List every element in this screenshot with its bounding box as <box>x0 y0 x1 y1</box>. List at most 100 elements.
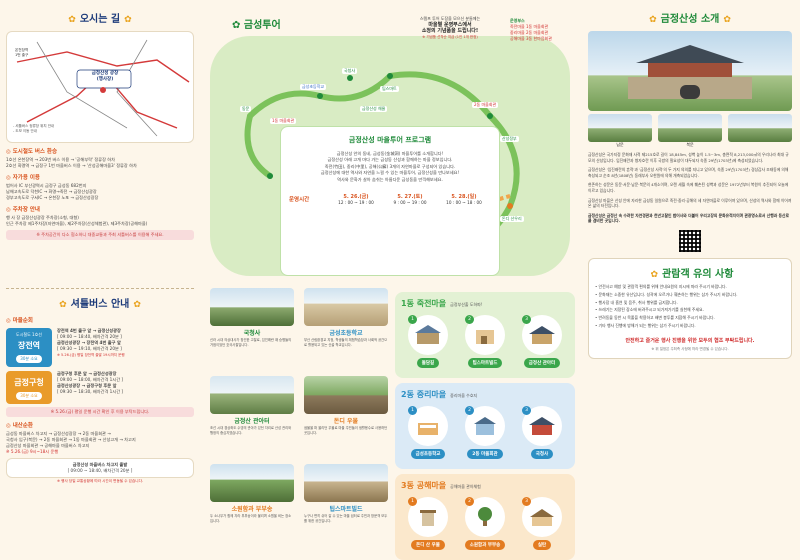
inner-loop-line: 금정산성 마을회관 → 공해마을 마을버스 차고지 <box>6 443 90 448</box>
stamp-note-line: 마을별 운영부스에서 <box>428 22 472 28</box>
legend-item: 중리마을 2동 마을회관 <box>510 30 549 35</box>
guide-item-text: 안전사고 예방 및 관람객 편의를 위해 안내요원의 지시에 따라 주시기 바랍… <box>598 283 727 289</box>
schedule-row: 운영시간 5. 26.(금)12 : 00 ~ 19 : 00 5. 27.(토… <box>289 193 491 205</box>
schedule-date: 5. 28.(일) <box>451 194 477 201</box>
intro-paragraph: 현존하는 성문은 동문·서문·남문·북문의 4개소이며, 오랜 세월 속에 훼손… <box>588 182 789 193</box>
map-label: 국청사 <box>342 68 358 74</box>
directions-column: ✿오시는 길✿ 금정산성 광장 (행사장) 온천장역 1번 출구 - 셔틀버스 … <box>0 0 200 560</box>
place-photo <box>210 464 294 502</box>
inner-loop-title: 내산순환 <box>12 423 33 429</box>
stamp-note-line: ※ 기념품 선착순 지급 (1인 1개 한정) <box>422 35 478 39</box>
schedule-date: 5. 27.(토) <box>397 194 423 201</box>
route-stop: 금정구청 <box>14 378 44 387</box>
guide-item-text: 문화재는 소중한 유산입니다. 성곽에 오르거나 훼손하는 행위는 삼가 주시기… <box>598 291 738 297</box>
route-badge: 도시철도 1호선 장전역 30분 소요 <box>6 328 52 367</box>
place-desc: 신라 시대 의상대사가 창건한 고찰로, 임진왜란 때 승병들의 거점이었던 호… <box>210 338 292 347</box>
guide-title-row: ✿관람객 유의 사항 <box>595 265 785 280</box>
guide-item-text: 기타 행사 진행에 방해가 되는 행위는 삼가 주시기 바랍니다. <box>598 322 696 328</box>
map-label: 산성정부 <box>500 136 519 142</box>
village-spot-label: 2동 마을회관 <box>467 449 503 459</box>
place-name: 소원함과 부부송 <box>231 506 273 513</box>
place-name: 금성초등학교 <box>329 330 363 337</box>
schedule-day: 5. 28.(일)10 : 00 ~ 18 : 00 <box>437 193 491 205</box>
route-note: ※ 5.26.(금) 평일 운행 시간 확인 후 이용 부탁드립니다. <box>6 407 194 417</box>
place-name: 국청사 <box>243 330 261 337</box>
stamp-note: 스템프 투어 도장을 모으신 분들께는 마을별 운영부스에서 소정의 기념품을 … <box>390 16 510 40</box>
village-name: 2동 중리마을 <box>401 390 447 399</box>
program-line: 금정산성 안의 동네, 금성동(金城洞) 마을투어를 소개합니다! <box>336 151 444 156</box>
inner-loop-box: 금정산성 마을버스 차고지 출발 [ 09:00 ~ 18:40, 배차간격 2… <box>6 458 194 478</box>
parking-note: ※ 주차공간이 다소 협소하니 대중교통과 주최 셔틀버스를 이용해 주세요. <box>6 230 194 240</box>
place-card: 돈디 우물 샘물을 퍼 올리던 우물로 마을 주민들이 생활용수로 사용하던 곳… <box>304 376 388 435</box>
shuttle-loop-heading: ◎ 마을순회 <box>6 318 33 324</box>
route-line: 금정산성광장 → 장전역 4번 출구 앞 <box>57 340 121 345</box>
gate-photo: 남문 <box>588 114 652 148</box>
village-spot-label: 금성초등학교 <box>410 449 446 459</box>
parking-heading: ◎ 주차장 안내 <box>6 207 40 213</box>
inner-loop-line: 국청사 입구(북문) → 2동 마을회관 → 1동 마을회관 → 산성고개 → … <box>6 437 136 442</box>
parking-title: 주차장 안내 <box>12 207 40 213</box>
transit-title: 도시철도 버스 환승 <box>12 149 58 155</box>
directions-title-row: ✿오시는 길✿ <box>6 10 194 25</box>
inner-loop-line: ※ 5.26.(금) 9시~18시 운행 <box>6 449 59 454</box>
route-line: [ 09:30 ~ 18:30, 배차간격 1시간 ] <box>57 389 124 394</box>
route-geumjeong: 금정구청 30분 소요 금정구청 후문 앞 → 금정산성광장 [ 09:00 ~… <box>6 371 194 404</box>
tour-title: ✿ 금성투어 <box>232 20 281 31</box>
legend-title: 운영부스 <box>510 18 525 23</box>
booth-legend: 운영부스 죽전마을 1동 마을회관 중리마을 2동 마을회관 공해마을 3동 한… <box>510 18 552 42</box>
route-line: [ 09:00 ~ 18:00, 배차간격 1시간 ] <box>57 377 124 382</box>
flower-icon: ✿ <box>133 300 141 310</box>
place-card: 팁스마트빌드 누구나 편히 쉬어 갈 수 있는 마을 쉼터로 주민과 방문객 모… <box>304 464 388 523</box>
intro-paragraph: 금정산성은 국가지정 문화재 사적 제215호로 길이 18,845m, 성벽 … <box>588 152 789 163</box>
guide-item-text: 행사장 내 흡연 및 음주, 취사 행위를 금지합니다. <box>598 299 678 305</box>
flower-icon: ✿ <box>649 15 657 25</box>
guide-title: 관람객 유의 사항 <box>662 268 734 280</box>
program-line: 금정산성 아래 고개 마다 가는 금성동 산성과 함께하는 마을 정보입니다. <box>327 157 453 163</box>
guide-item: • 안전사고 예방 및 관람객 편의를 위해 안내요원의 지시에 따라 주시기 … <box>595 283 727 289</box>
intro-title-row: ✿금정산성 소개✿ <box>588 10 792 25</box>
intro-paragraph: 금정산성은 '임진왜란의 흔적'과 '금정산성 사적'의 두 가지 의의를 지니… <box>588 167 789 178</box>
gate-photos: 남문 북문 <box>588 114 792 148</box>
route-line: 금정구청 후문 앞 → 금정산성광장 <box>57 371 117 376</box>
transit-line: 1호선 온천장역 → 203번 버스 이용 → '공해부락' 정류장 하차 <box>6 157 116 162</box>
map-note: - 셔틀버스 정류장 위치 안내 - 도보 이동 안내 <box>13 124 55 133</box>
map-center-label: 금정산성 광장 (행사장) <box>91 71 119 82</box>
guide-item: • 문화재는 소중한 유산입니다. 성곽에 오르거나 훼손하는 행위는 삼가 주… <box>595 291 738 297</box>
village-name: 1동 죽전마을 <box>401 299 447 308</box>
village-name: 3동 공해마을 <box>401 481 447 490</box>
guide-item-text: 반려동물 동반 시 목줄을 착용하고 배변 봉투를 지참해 주시기 바랍니다. <box>598 315 715 321</box>
shuttle-section: ✿셔틀버스 안내✿ ◎ 마을순회 도시철도 1호선 장전역 30분 소요 장전역… <box>0 282 200 484</box>
stamp-note-line: 소정의 기념품을 드립니다! <box>421 28 479 34</box>
schedule-time: 12 : 00 ~ 19 : 00 <box>338 200 374 206</box>
place-desc: 조선 시대 경상좌도 수영의 관아가 있던 자리로 산성 관리와 행정의 중심지… <box>210 426 292 435</box>
guide-closing: 안전하고 즐거운 행사 진행을 위한 모두의 협조 부탁드립니다. <box>625 337 755 344</box>
intro-column: ✿금정산성 소개✿ 남문 북문 금정산성은 국가지정 문화재 사적 제215호로… <box>580 0 800 560</box>
place-photo <box>304 464 388 502</box>
inner-loop-box-time: [ 09:00 ~ 18:40, 배차간격 20분 ] <box>67 468 133 473</box>
qr-code-icon[interactable] <box>679 229 701 252</box>
legend-item: 공해마을 3동 한마음회관 <box>510 36 552 41</box>
program-line: 역사와 문화가 살아 숨쉬는 아름다운 금성동을 만끽해보세요. <box>337 176 443 182</box>
program-line: 죽전(竹田), 중리(中里), 공해(公廨) 3개의 자연마을로 구성되어 있습… <box>324 163 456 169</box>
place-card: 소원함과 부부송 두 소나무가 함께 자라 부부송이라 불리며 소원을 비는 장… <box>210 464 294 523</box>
village-sub: 공해마을 관아체험 <box>450 484 481 489</box>
parking-line: 인근 주차장 제1주차장(자연마을), 제2주차장(산성체험관), 제3주차장(… <box>6 221 148 226</box>
place-desc: 부산 산림환경교 지정, 학생들의 체험학습장과 사회적 공간으로 활용되고 있… <box>304 338 388 347</box>
gate-photo: 북문 <box>658 114 722 148</box>
schedule-time: 9 : 00 ~ 19 : 00 <box>393 200 427 206</box>
route-pre: 도시철도 1호선 <box>16 332 42 337</box>
gate-photo <box>728 114 792 148</box>
gate-photo-label: 남문 <box>616 142 624 147</box>
program-line: 금정산성에 대한 역사와 자연을 느낄 수 있는 마을투어, 금정산성을 만나보… <box>320 170 460 176</box>
village-spot-label: 국청사 <box>530 449 554 459</box>
route-line: ※ 5.26.(금) 평일 장전역 출발 19시까지 운행 <box>57 353 125 357</box>
map-label: 동문 <box>240 106 252 112</box>
route-jangjeon: 도시철도 1호선 장전역 30분 소요 장전역 4번 출구 앞 → 금정산성광장… <box>6 328 194 367</box>
